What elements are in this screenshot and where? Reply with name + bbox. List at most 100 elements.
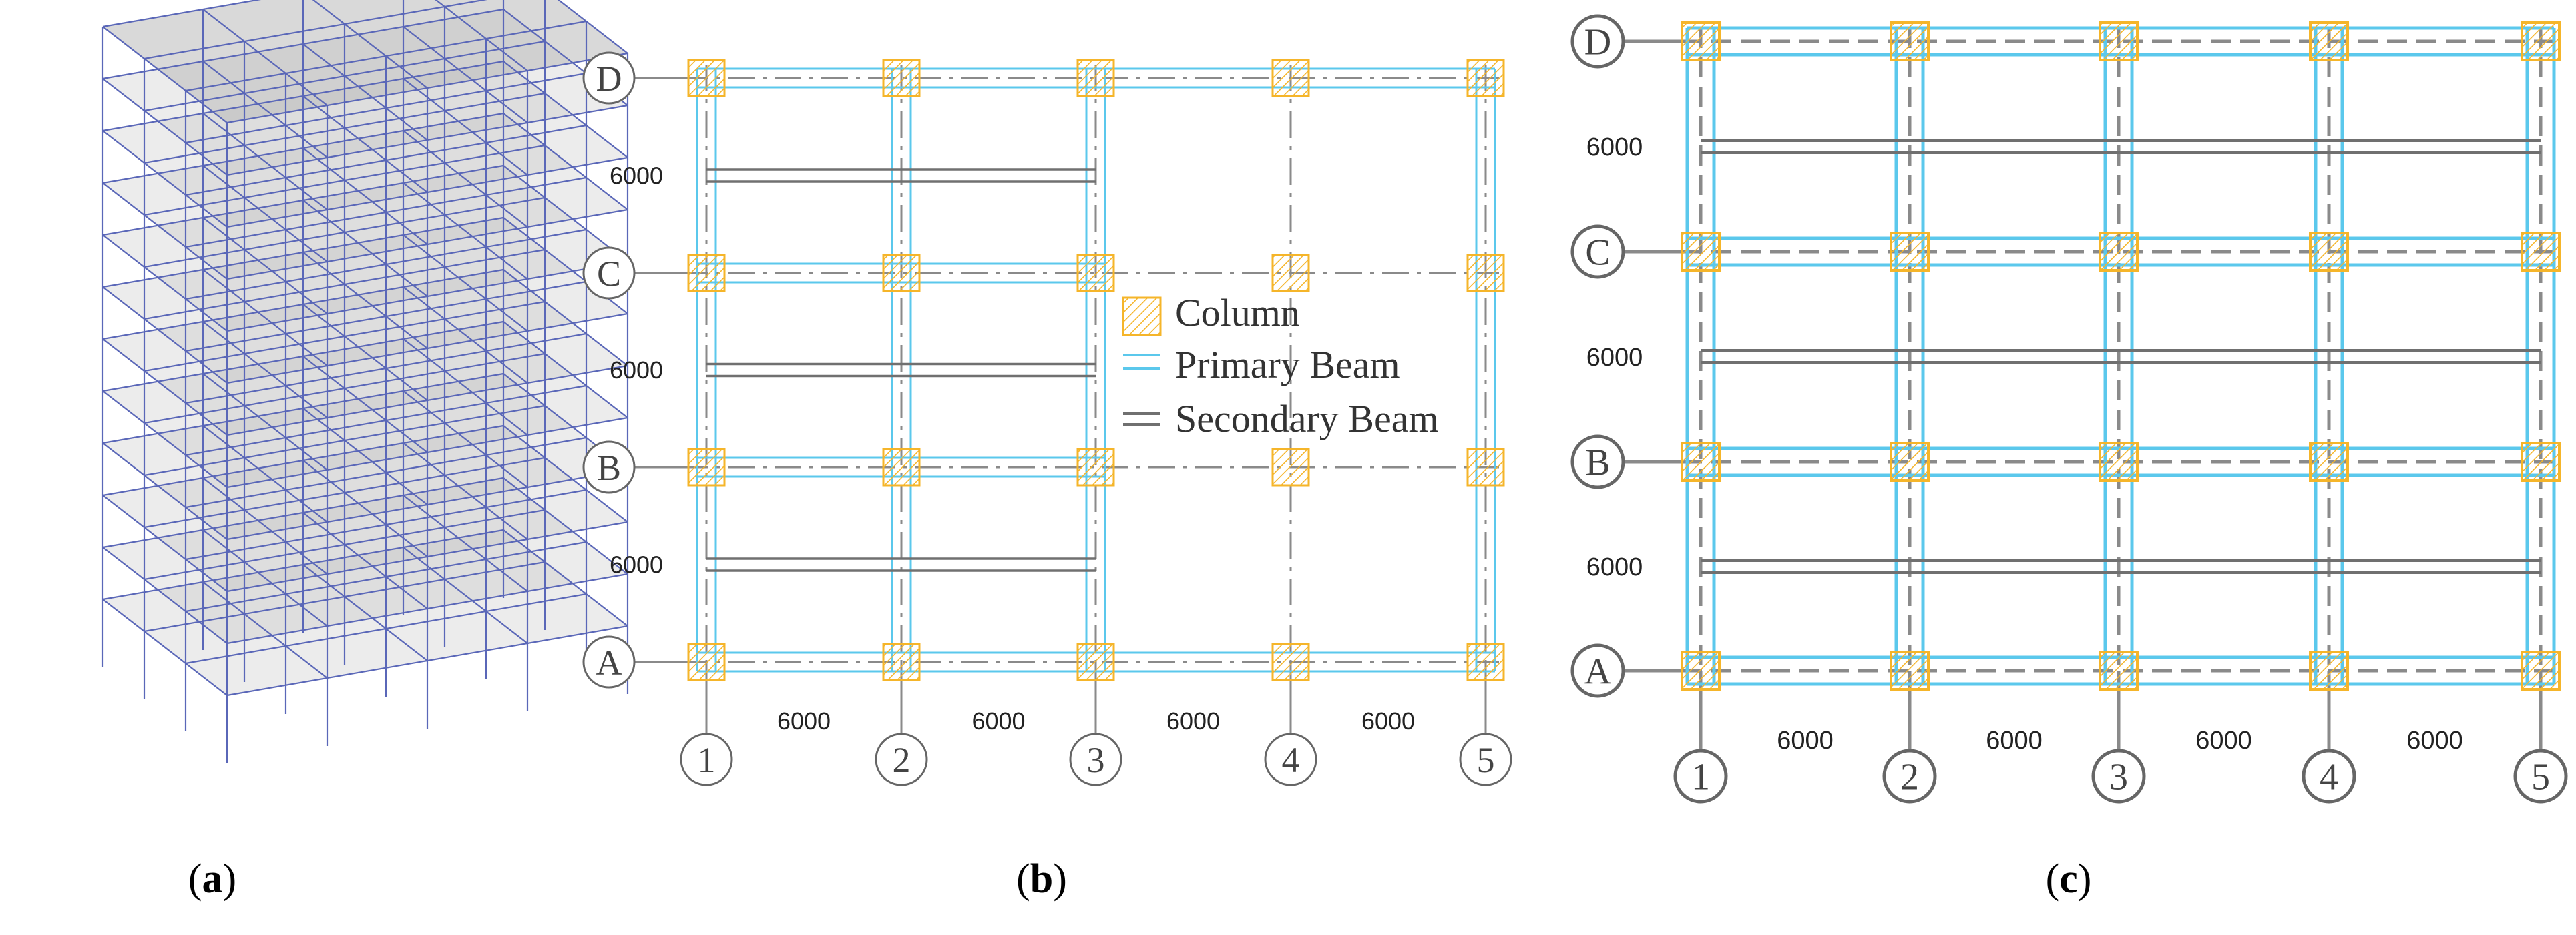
column xyxy=(882,254,921,292)
column xyxy=(882,448,921,487)
svg-text:(c): (c) xyxy=(2046,856,2092,902)
column xyxy=(2521,21,2561,61)
axis-label-A: A xyxy=(1584,651,1612,693)
column xyxy=(687,254,726,292)
axis-bubble-A xyxy=(582,635,636,689)
panelB-secondary-beams xyxy=(706,168,1096,572)
column xyxy=(687,59,726,97)
axis-label-A: A xyxy=(596,643,622,683)
column xyxy=(2099,442,2139,482)
axis-label-C: C xyxy=(1585,232,1610,274)
axis-bubble-3 xyxy=(1069,733,1122,786)
dimension-x-2: 6000 xyxy=(972,707,1025,735)
caption-c: (c) xyxy=(2046,856,2092,902)
axis-bubble-4 xyxy=(2302,749,2356,804)
panelC-primary-beams xyxy=(1685,26,2556,686)
svg-text:(b): (b) xyxy=(1016,856,1067,902)
column xyxy=(1271,59,1310,97)
axis-bubble-C xyxy=(1570,224,1625,279)
panelC-secondary-beams xyxy=(1701,139,2541,574)
axis-bubble-D xyxy=(1570,14,1625,69)
column xyxy=(2521,442,2561,482)
axis-label-3: 3 xyxy=(1087,740,1105,780)
panel-a-3d-frame-model xyxy=(101,0,629,763)
axis-label-B: B xyxy=(1585,442,1610,484)
dimension-y-3: 6000 xyxy=(1586,553,1643,581)
column xyxy=(1681,651,1721,691)
dimension-x-4: 6000 xyxy=(1361,707,1415,735)
axis-bubble-C xyxy=(582,246,636,300)
panelB-columns xyxy=(687,59,1505,681)
dimension-x-3: 6000 xyxy=(2195,727,2252,755)
column xyxy=(1466,643,1505,681)
axis-label-4: 4 xyxy=(1282,740,1300,780)
axis-label-5: 5 xyxy=(1477,740,1495,780)
column xyxy=(2309,232,2349,272)
column xyxy=(2521,232,2561,272)
legend: Column Primary Beam Secondary Beam xyxy=(1122,291,1439,440)
axis-label-B: B xyxy=(597,448,621,488)
axis-bubble-B xyxy=(1570,434,1625,489)
axis-label-1: 1 xyxy=(1691,757,1710,798)
column xyxy=(2099,21,2139,61)
axis-bubble-5 xyxy=(2513,749,2568,804)
column xyxy=(1076,448,1115,487)
column xyxy=(2309,21,2349,61)
dimension-y-1: 6000 xyxy=(1586,133,1643,162)
column xyxy=(1076,254,1115,292)
axis-label-4: 4 xyxy=(2320,757,2338,798)
axis-label-3: 3 xyxy=(2109,757,2128,798)
axis-bubble-1 xyxy=(680,733,733,786)
column xyxy=(882,59,921,97)
column xyxy=(1890,442,1930,482)
axis-label-D: D xyxy=(596,59,622,99)
column xyxy=(2521,651,2561,691)
column xyxy=(1681,21,1721,61)
legend-column-swatch xyxy=(1122,296,1162,336)
axis-bubble-2 xyxy=(1882,749,1937,804)
caption-b-letter: b xyxy=(1030,856,1053,902)
column xyxy=(1466,254,1505,292)
dimension-y-2: 6000 xyxy=(1586,344,1643,372)
axis-bubble-D xyxy=(582,51,636,105)
dimension-x-4: 6000 xyxy=(2406,727,2463,755)
axis-label-5: 5 xyxy=(2531,757,2550,798)
axis-bubble-A xyxy=(1570,643,1625,698)
column xyxy=(1271,643,1310,681)
column xyxy=(882,643,921,681)
column xyxy=(1681,442,1721,482)
column xyxy=(1271,448,1310,487)
column xyxy=(1466,59,1505,97)
svg-text:(a): (a) xyxy=(188,856,236,902)
column xyxy=(1466,448,1505,487)
axis-label-1: 1 xyxy=(698,740,716,780)
column xyxy=(687,448,726,487)
panelB-axis-lines xyxy=(634,65,1499,734)
dimension-x-1: 6000 xyxy=(1777,727,1834,755)
dimension-x-1: 6000 xyxy=(777,707,831,735)
axis-bubble-3 xyxy=(2091,749,2146,804)
axis-label-2: 2 xyxy=(1900,757,1919,798)
caption-b: (b) xyxy=(1016,856,1067,902)
legend-secondary-beam-label: Secondary Beam xyxy=(1175,397,1439,440)
column xyxy=(1890,21,1930,61)
panelC-axis-lines xyxy=(1623,28,2554,751)
axis-label-D: D xyxy=(1584,22,1611,63)
slab-floor-12 xyxy=(103,0,628,123)
column xyxy=(1890,651,1930,691)
column xyxy=(1890,232,1930,272)
axis-label-2: 2 xyxy=(893,740,911,780)
column xyxy=(1076,643,1115,681)
column xyxy=(1076,59,1115,97)
column xyxy=(2099,651,2139,691)
axis-bubble-B xyxy=(582,440,636,494)
caption-c-letter: c xyxy=(2059,856,2078,902)
axis-bubble-2 xyxy=(875,733,928,786)
column xyxy=(2309,442,2349,482)
column xyxy=(687,643,726,681)
dimension-x-3: 6000 xyxy=(1166,707,1220,735)
legend-primary-beam-label: Primary Beam xyxy=(1175,343,1400,386)
column xyxy=(2099,232,2139,272)
